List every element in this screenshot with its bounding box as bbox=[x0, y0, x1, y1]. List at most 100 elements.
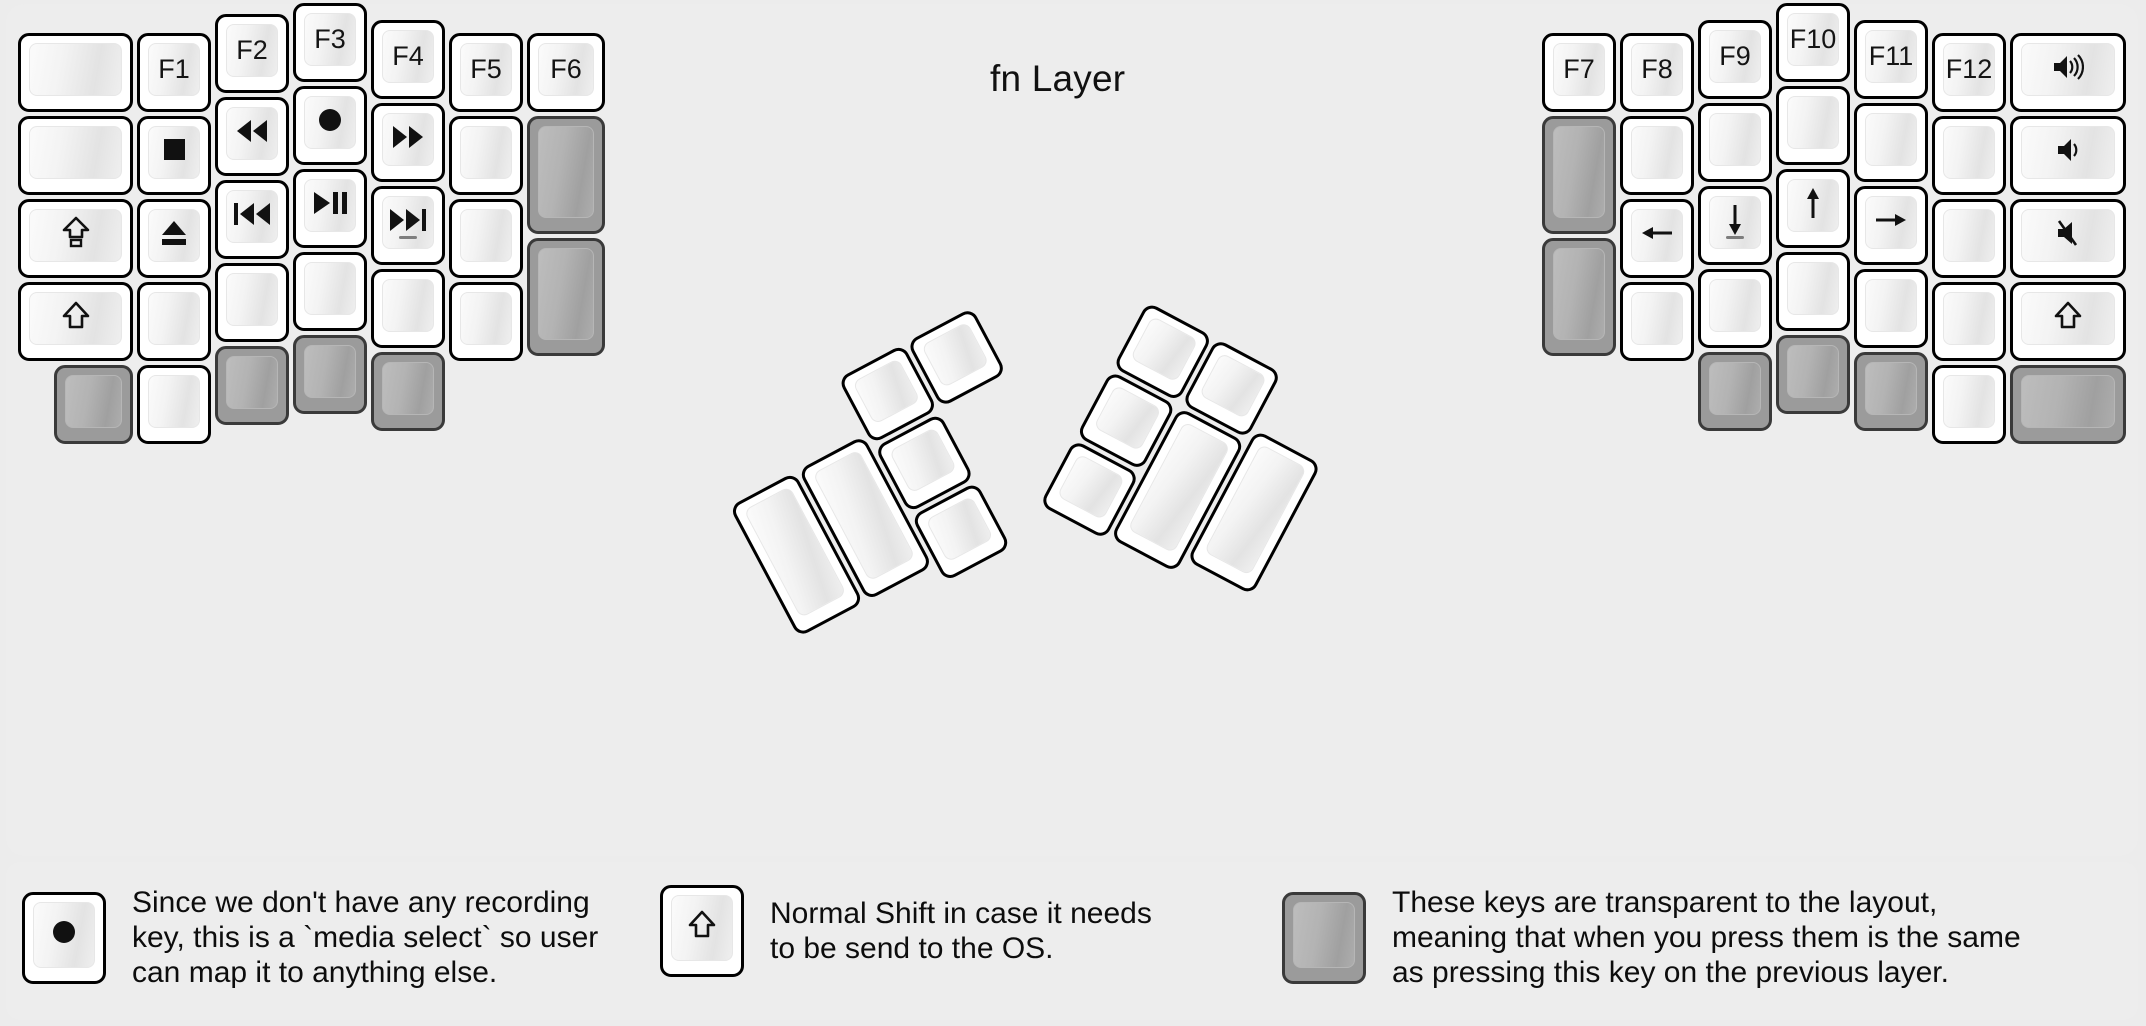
keycap-surface bbox=[304, 96, 356, 149]
key-col-1-left-half-1[interactable] bbox=[18, 116, 133, 195]
legend-shift-text: Normal Shift in case it needs to be send… bbox=[770, 896, 1152, 965]
key-col-5-left-half-3[interactable] bbox=[371, 269, 445, 348]
keycap-surface: F4 bbox=[382, 30, 434, 83]
key-col-6-left-half-3[interactable] bbox=[449, 282, 523, 361]
key-col-1-left-half-2[interactable] bbox=[18, 199, 133, 278]
eject-icon bbox=[159, 218, 189, 254]
key-col-6-right-half-1[interactable] bbox=[1932, 116, 2006, 195]
key-col-3-left-half-3[interactable] bbox=[215, 263, 289, 342]
key-col-2-left-half-0[interactable]: F1 bbox=[137, 33, 211, 112]
key-col-1-left-half-4[interactable] bbox=[54, 365, 133, 444]
key-col-4-right-half-2[interactable] bbox=[1776, 169, 1850, 248]
key-col-3-left-half-2[interactable] bbox=[215, 180, 289, 259]
keycap-surface bbox=[1943, 209, 1995, 262]
shift-lock-icon bbox=[62, 216, 90, 255]
key-col-2-right-half-0[interactable]: F8 bbox=[1620, 33, 1694, 112]
keycap-surface: F5 bbox=[460, 43, 512, 96]
keycap-surface bbox=[1865, 113, 1917, 166]
fast-forward-icon bbox=[390, 123, 426, 157]
keycap-surface bbox=[29, 126, 122, 179]
key-col-5-right-half-1[interactable] bbox=[1854, 103, 1928, 182]
legend-panel bbox=[6, 862, 2138, 1020]
key-col-2-right-half-1[interactable] bbox=[1620, 116, 1694, 195]
keycap-surface bbox=[382, 362, 434, 415]
key-col-4-left-half-4[interactable] bbox=[293, 335, 367, 414]
volume-up-icon bbox=[2052, 53, 2085, 87]
key-col-3-left-half-0[interactable]: F2 bbox=[215, 14, 289, 93]
key-col-7-left-half-1[interactable] bbox=[527, 116, 605, 234]
key-col-7-left-half-2[interactable] bbox=[527, 238, 605, 356]
key-col-2-left-half-4[interactable] bbox=[137, 365, 211, 444]
key-col-1-left-half-3[interactable] bbox=[18, 282, 133, 361]
keycap-surface bbox=[538, 248, 594, 340]
key-col-3-left-half-4[interactable] bbox=[215, 346, 289, 425]
keycap-surface bbox=[1943, 375, 1995, 428]
key-col-1-right-half-1[interactable] bbox=[1542, 116, 1616, 234]
keycap-surface: F10 bbox=[1787, 13, 1839, 66]
key-col-6-left-half-0[interactable]: F5 bbox=[449, 33, 523, 112]
key-col-7-right-half-4[interactable] bbox=[2010, 365, 2126, 444]
keycap-surface bbox=[1293, 901, 1355, 968]
key-col-2-right-half-2[interactable] bbox=[1620, 199, 1694, 278]
key-col-4-left-half-0[interactable]: F3 bbox=[293, 3, 367, 82]
key-col-6-right-half-3[interactable] bbox=[1932, 282, 2006, 361]
key-col-4-right-half-3[interactable] bbox=[1776, 252, 1850, 331]
key-col-5-right-half-0[interactable]: F11 bbox=[1854, 20, 1928, 99]
keycap-surface bbox=[1631, 209, 1683, 262]
keycap-surface bbox=[304, 179, 356, 232]
key-col-4-right-half-1[interactable] bbox=[1776, 86, 1850, 165]
key-col-7-right-half-3[interactable] bbox=[2010, 282, 2126, 361]
key-col-3-right-half-0[interactable]: F9 bbox=[1698, 20, 1772, 99]
keycap-surface bbox=[2021, 375, 2115, 428]
keycap-surface bbox=[1553, 126, 1605, 218]
key-label: F5 bbox=[470, 54, 502, 84]
keycap-surface bbox=[2021, 126, 2115, 179]
next-track-icon bbox=[388, 206, 428, 240]
key-col-5-right-half-3[interactable] bbox=[1854, 269, 1928, 348]
keycap-surface bbox=[1709, 362, 1761, 415]
keycap-surface bbox=[1093, 384, 1162, 452]
key-col-7-right-half-2[interactable] bbox=[2010, 199, 2126, 278]
key-col-6-right-half-4[interactable] bbox=[1932, 365, 2006, 444]
key-col-7-right-half-1[interactable] bbox=[2010, 116, 2126, 195]
key-col-1-right-half-0[interactable]: F7 bbox=[1542, 33, 1616, 112]
keycap-surface bbox=[888, 426, 958, 494]
key-col-5-right-half-2[interactable] bbox=[1854, 186, 1928, 265]
key-col-4-right-half-0[interactable]: F10 bbox=[1776, 3, 1850, 82]
key-col-2-right-half-3[interactable] bbox=[1620, 282, 1694, 361]
key-col-4-left-half-3[interactable] bbox=[293, 252, 367, 331]
key-col-5-right-half-4[interactable] bbox=[1854, 352, 1928, 431]
key-col-6-right-half-0[interactable]: F12 bbox=[1932, 33, 2006, 112]
key-col-6-left-half-2[interactable] bbox=[449, 199, 523, 278]
keycap-surface bbox=[1787, 345, 1839, 398]
key-col-5-left-half-1[interactable] bbox=[371, 103, 445, 182]
key-col-4-left-half-2[interactable] bbox=[293, 169, 367, 248]
key-col-3-left-half-1[interactable] bbox=[215, 97, 289, 176]
key-col-3-right-half-1[interactable] bbox=[1698, 103, 1772, 182]
key-col-3-right-half-2[interactable] bbox=[1698, 186, 1772, 265]
legend-shift-swatch bbox=[660, 885, 744, 977]
key-label: F9 bbox=[1719, 41, 1751, 71]
key-col-7-right-half-0[interactable] bbox=[2010, 33, 2126, 112]
key-col-4-left-half-1[interactable] bbox=[293, 86, 367, 165]
key-col-5-left-half-0[interactable]: F4 bbox=[371, 20, 445, 99]
key-col-3-right-half-3[interactable] bbox=[1698, 269, 1772, 348]
key-col-1-left-half-0[interactable] bbox=[18, 33, 133, 112]
key-col-5-left-half-4[interactable] bbox=[371, 352, 445, 431]
key-col-3-right-half-4[interactable] bbox=[1698, 352, 1772, 431]
key-col-2-left-half-1[interactable] bbox=[137, 116, 211, 195]
keycap-surface bbox=[226, 107, 278, 160]
key-col-4-right-half-4[interactable] bbox=[1776, 335, 1850, 414]
key-col-2-left-half-3[interactable] bbox=[137, 282, 211, 361]
volume-mute-icon bbox=[2056, 219, 2080, 253]
key-col-7-left-half-0[interactable]: F6 bbox=[527, 33, 605, 112]
key-col-6-right-half-2[interactable] bbox=[1932, 199, 2006, 278]
key-col-5-left-half-2[interactable] bbox=[371, 186, 445, 265]
keycap-surface bbox=[1129, 315, 1199, 383]
keycap-surface: F2 bbox=[226, 24, 278, 77]
key-col-1-right-half-2[interactable] bbox=[1542, 238, 1616, 356]
keycap-surface bbox=[1943, 292, 1995, 345]
key-col-2-left-half-2[interactable] bbox=[137, 199, 211, 278]
key-col-6-left-half-1[interactable] bbox=[449, 116, 523, 195]
keycap-surface: F1 bbox=[148, 43, 200, 96]
